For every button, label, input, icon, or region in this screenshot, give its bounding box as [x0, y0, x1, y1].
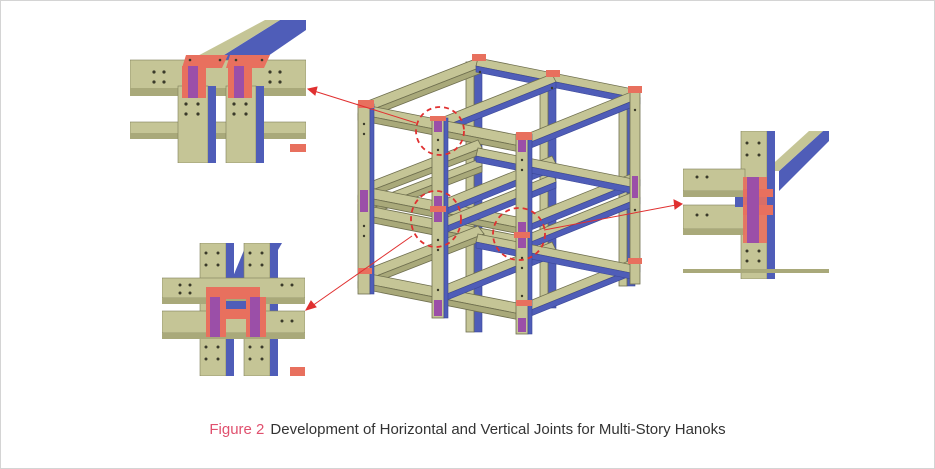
figure-caption-label: Figure 2 — [209, 421, 265, 438]
callout-arrows — [304, 86, 683, 311]
callout-circles — [410, 106, 546, 261]
detail-inset-side-joint — [683, 131, 829, 279]
callout-circle-top — [415, 106, 465, 156]
callout-circle-side — [492, 207, 546, 261]
detail-inset-center-joint — [162, 243, 305, 376]
figure-caption-text: Development of Horizontal and Vertical J… — [270, 421, 726, 438]
callout-circle-center — [410, 190, 462, 248]
detail-inset-top-joint — [130, 20, 306, 163]
joint-plates — [358, 54, 642, 332]
figure-caption: Figure 2 Development of Horizontal and Ve… — [0, 421, 935, 438]
bolts — [362, 70, 637, 298]
